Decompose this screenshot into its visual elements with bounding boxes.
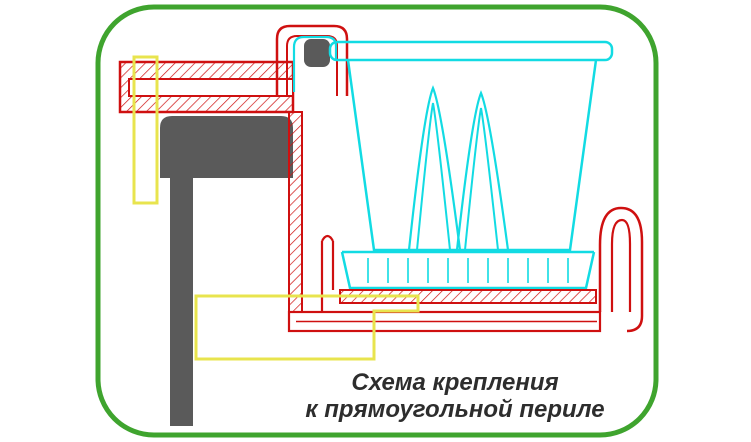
caption: Схема крепления к прямоугольной периле: [305, 369, 604, 423]
bracket-end-hook-inner: [610, 218, 632, 312]
clamp-bracket: [118, 60, 303, 313]
yellow-straps: [132, 55, 420, 361]
hook-core-block: [304, 39, 330, 67]
horizontal-support-strap: [194, 294, 420, 361]
bracket-end-hook-outer: [598, 206, 644, 333]
flower-pot: [328, 40, 614, 290]
support-bracket: [287, 206, 644, 333]
bracket-hook-outer: [275, 24, 349, 96]
pot-body: [346, 59, 598, 252]
clamp-vertical-strip: [288, 111, 303, 313]
pot-inner-cone-right-inner: [464, 107, 499, 251]
clamp-arm-channel: [128, 78, 294, 97]
railing-shape: [160, 116, 293, 426]
pot-inner-cone-left-outer: [407, 85, 462, 251]
vertical-strap: [132, 55, 159, 205]
railing-profile: [160, 116, 293, 426]
pot-saucer: [340, 250, 596, 290]
pot-rim: [328, 40, 614, 62]
saucer-hatch-ticks: [367, 258, 569, 283]
caption-line-2: к прямоугольной периле: [305, 396, 604, 423]
green-rounded-border: [95, 4, 659, 438]
caption-line-1: Схема крепления: [351, 369, 558, 396]
pot-inner-cone-right-outer: [455, 90, 510, 251]
pot-inner-cone-left-inner: [416, 102, 451, 251]
bracket-left-wall-top: [321, 234, 334, 242]
